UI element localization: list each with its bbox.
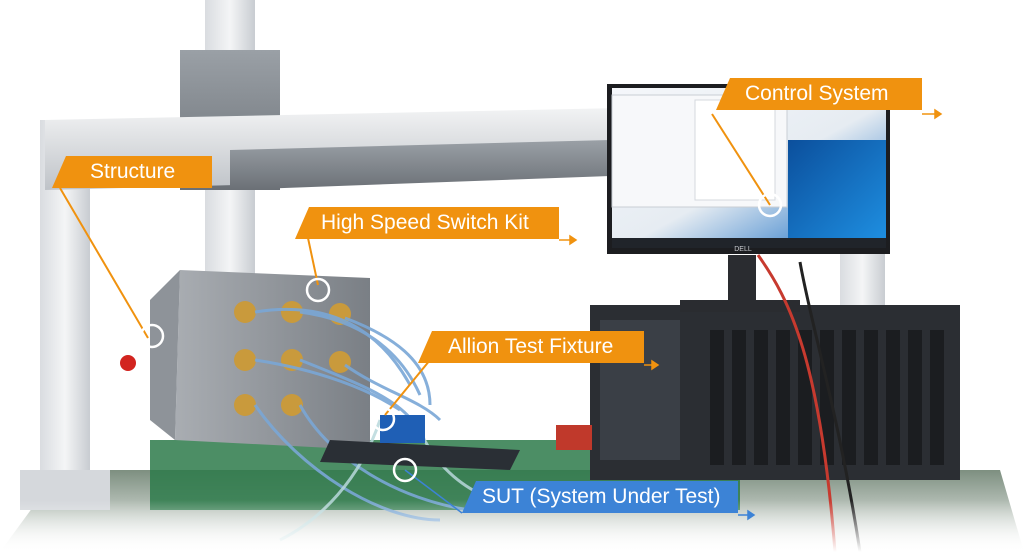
callout-hsk-label: High Speed Switch Kit [321,211,529,234]
monitor-logo: DELL [734,246,752,253]
emergency-knob [120,355,136,371]
leader-structure [59,187,149,339]
oscilloscope-vents [710,330,944,465]
monitor-base [680,300,800,312]
callout-high-speed-switch-kit: High Speed Switch Kit [295,207,559,239]
callout-control-system-label: Control System [745,82,889,105]
leader-arrow [559,108,943,371]
linear-rail [230,140,610,190]
leader-lines [59,113,771,416]
rf-cables [253,307,471,522]
leader-hsk [307,237,319,286]
callout-structure-label: Structure [90,160,176,183]
switch-box-side [150,270,180,440]
leader-control [711,113,771,206]
callout-sut: SUT (System Under Test) [462,481,738,513]
callout-fixture-label: Allion Test Fixture [448,335,614,358]
test-fixture-board [320,440,520,470]
callout-control-system: Control System [716,78,922,110]
red-cable [756,254,837,552]
callout-structure: Structure [52,156,212,188]
highlight-ring [139,192,783,483]
taskbar [612,238,886,248]
switch-box-connectors [234,301,351,416]
desktop-wallpaper [788,140,886,238]
power-module [556,425,592,450]
callout-allion-test-fixture: Allion Test Fixture [418,331,644,363]
callout-sut-label: SUT (System Under Test) [482,485,721,508]
leader-fixture [384,359,431,416]
